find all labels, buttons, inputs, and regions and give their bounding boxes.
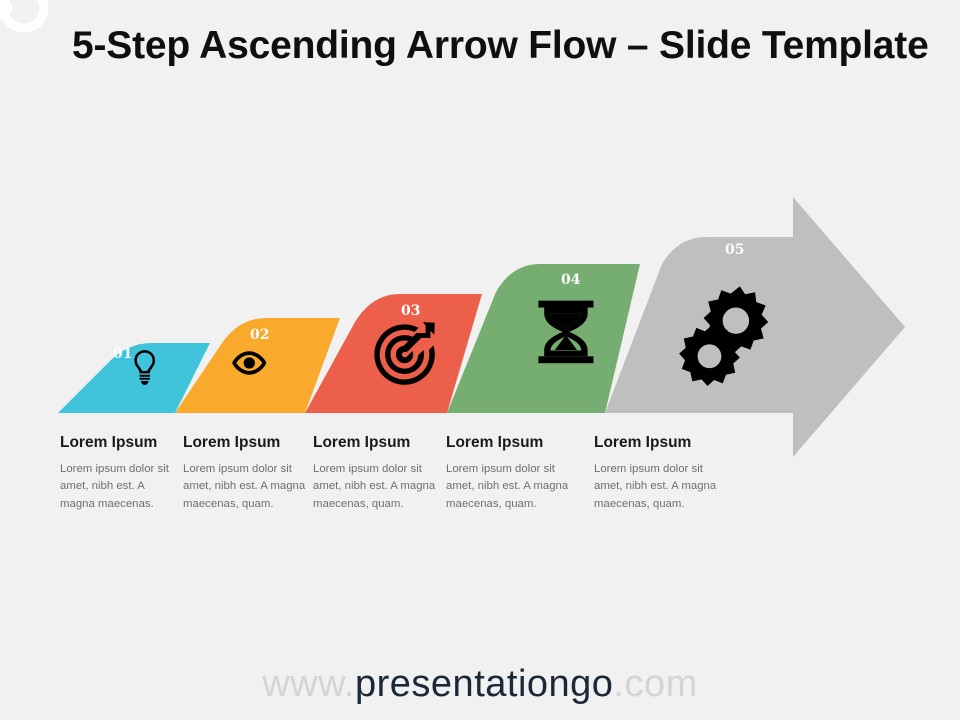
- segment-1-number: 01: [113, 346, 132, 362]
- segment-4-shape: [447, 264, 640, 413]
- step-title-1: Lorem Ipsum: [60, 434, 158, 451]
- step-text-2: Lorem Ipsum Lorem ipsum dolor sit amet, …: [183, 434, 315, 513]
- step-text-5: Lorem Ipsum Lorem ipsum dolor sit amet, …: [594, 434, 726, 513]
- arrow-segment-1[interactable]: 01: [58, 343, 210, 413]
- step-text-3: Lorem Ipsum Lorem ipsum dolor sit amet, …: [313, 434, 445, 513]
- lightbulb-icon: [134, 350, 156, 385]
- segment-1-shape: [58, 343, 210, 413]
- footer-prefix: www.: [262, 663, 355, 705]
- step-text-1: Lorem Ipsum Lorem ipsum dolor sit amet, …: [60, 434, 192, 513]
- segment-3-number: 03: [401, 303, 420, 319]
- step-body-5: Lorem ipsum dolor sit amet, nibh est. A …: [594, 463, 717, 510]
- target-icon: [374, 322, 435, 385]
- ascending-arrow-diagram: 01 02: [58, 197, 905, 457]
- step-descriptions: Lorem Ipsum Lorem ipsum dolor sit amet, …: [60, 434, 920, 544]
- step-text-4: Lorem Ipsum Lorem ipsum dolor sit amet, …: [446, 434, 578, 513]
- segment-5-number: 05: [725, 242, 744, 258]
- step-title-4: Lorem Ipsum: [446, 434, 544, 451]
- step-title-3: Lorem Ipsum: [313, 434, 411, 451]
- page-title: 5-Step Ascending Arrow Flow – Slide Temp…: [72, 24, 929, 67]
- segment-2-shape: [175, 318, 340, 413]
- arrow-segment-5[interactable]: 05: [605, 197, 905, 457]
- step-body-4: Lorem ipsum dolor sit amet, nibh est. A …: [446, 463, 569, 510]
- step-body-1: Lorem ipsum dolor sit amet, nibh est. A …: [60, 463, 169, 510]
- step-body-3: Lorem ipsum dolor sit amet, nibh est. A …: [313, 463, 436, 510]
- step-title-2: Lorem Ipsum: [183, 434, 281, 451]
- arrow-segment-3[interactable]: 03: [305, 294, 482, 413]
- footer-website: www.presentationgo.com: [0, 663, 960, 706]
- segment-2-number: 02: [250, 327, 269, 343]
- segment-3-shape: [305, 294, 482, 413]
- gears-icon: [679, 286, 769, 386]
- footer-suffix: .com: [613, 663, 698, 705]
- arrow-segment-4[interactable]: 04: [447, 264, 640, 413]
- arrow-segment-2[interactable]: 02: [175, 318, 340, 413]
- step-body-2: Lorem ipsum dolor sit amet, nibh est. A …: [183, 463, 306, 510]
- footer-brand: presentationgo: [355, 663, 614, 705]
- step-title-5: Lorem Ipsum: [594, 434, 692, 451]
- segment-4-number: 04: [561, 272, 581, 288]
- hourglass-icon: [538, 300, 594, 364]
- eye-icon: [232, 351, 267, 375]
